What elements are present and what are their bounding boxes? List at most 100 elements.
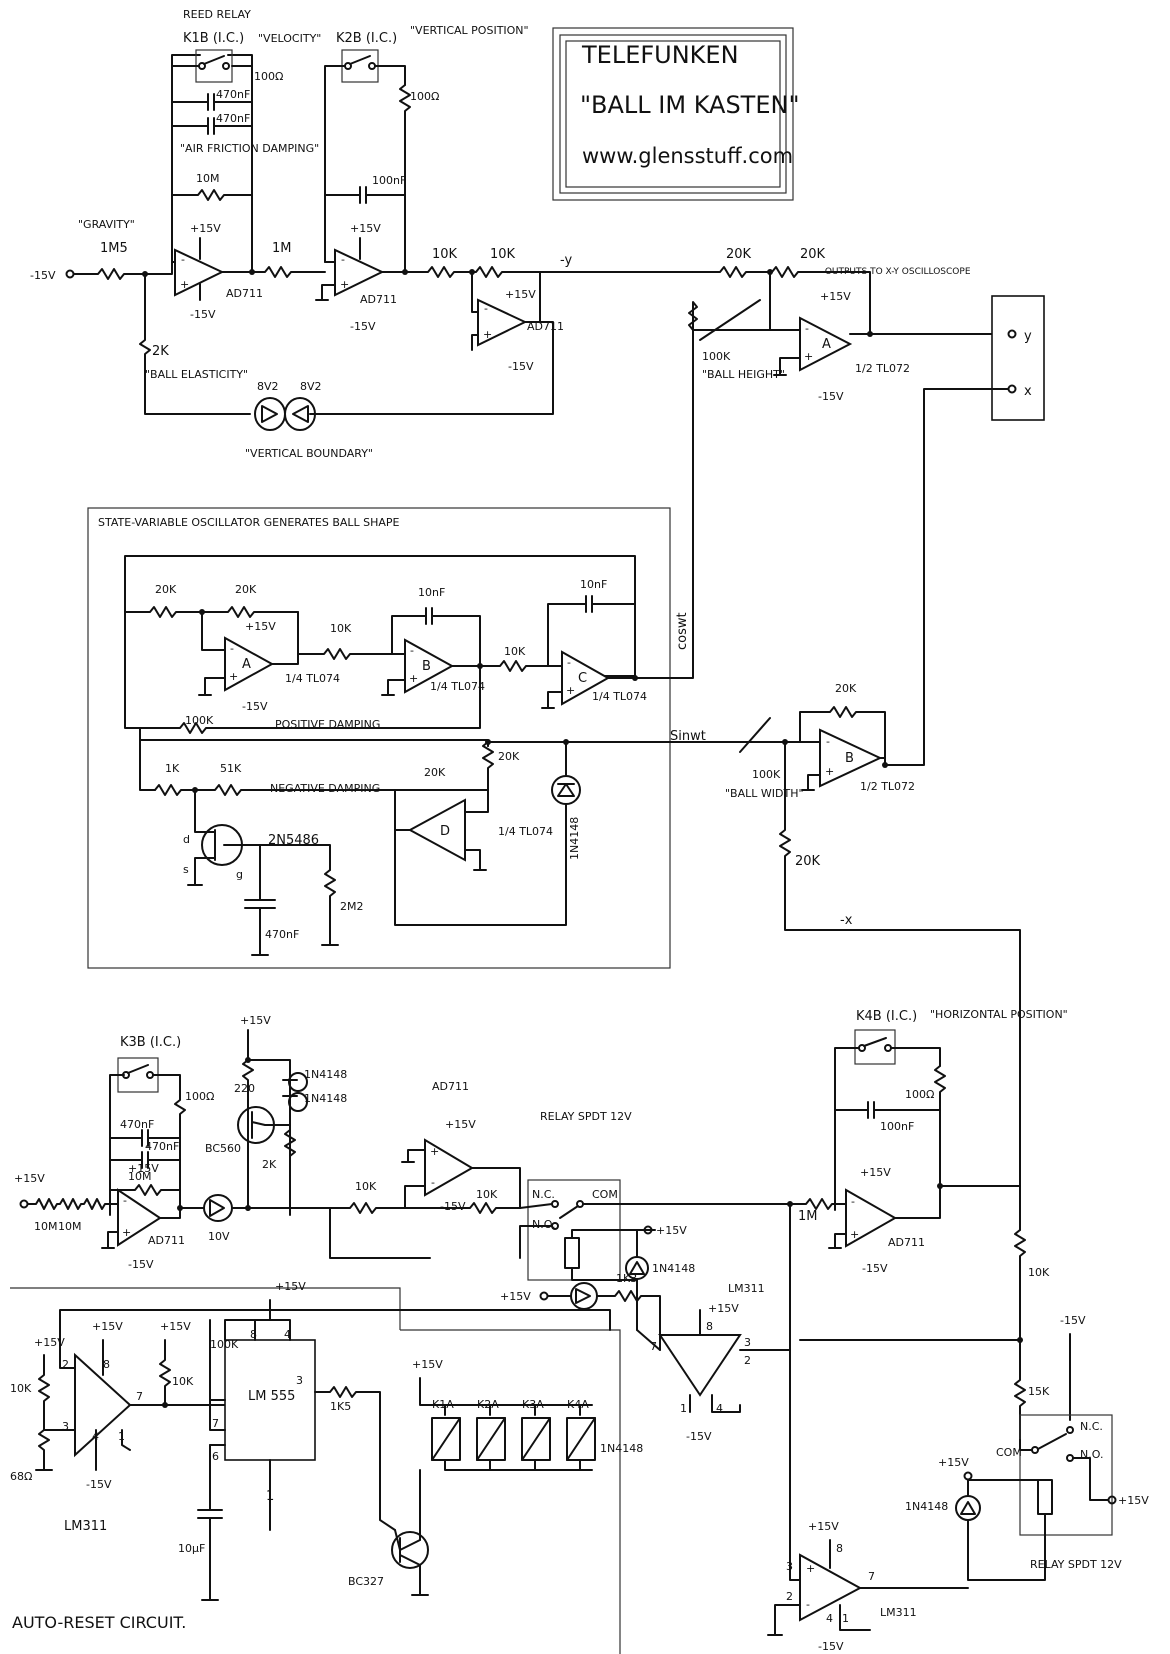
r20k-g-label: 20K [835, 682, 857, 695]
svg-text:+: + [409, 672, 418, 685]
velocity-label: "VELOCITY" [258, 32, 321, 45]
r20k-d-label: 20K [235, 583, 257, 596]
vertical-boundary-label: "VERTICAL BOUNDARY" [245, 447, 373, 460]
amp-b-label: B [422, 659, 431, 674]
x-amp-section: 100K "BALL WIDTH" 20K -+ B 1/2 TL072 20K… [725, 682, 1021, 1231]
svg-text:+: + [483, 328, 492, 341]
r10k-a-label: 10K [432, 247, 458, 262]
bc327-transistor [391, 1531, 429, 1569]
diode-1n4148-c [288, 1092, 308, 1112]
relay-b-box [1019, 1414, 1113, 1536]
p15-h-label: +15V [445, 1118, 476, 1131]
r100-a-label: 100Ω [254, 70, 283, 83]
p15-c-label: +15V [505, 288, 536, 301]
amp-a2-label: A [822, 337, 831, 352]
pin-7a-label: 7 [136, 1390, 143, 1403]
r1m5-label: 1M5 [100, 241, 128, 256]
c10nf-a-label: 10nF [418, 586, 445, 599]
xy-output-connector: y x OUTPUTS TO X-Y OSCILLOSCOPE [825, 267, 1045, 766]
ball-elasticity-label: "BALL ELASTICITY" [145, 368, 248, 381]
svg-text:+: + [180, 278, 189, 291]
k4a-label: K4A [567, 1398, 589, 1411]
n15-m-label: -15V [1060, 1314, 1086, 1327]
relay-a-label: RELAY SPDT 12V [540, 1110, 632, 1123]
svo-title-label: STATE-VARIABLE OSCILLATOR GENERATES BALL… [98, 516, 400, 529]
amp-c-label: C [578, 671, 587, 686]
jfet-g-label: g [236, 868, 243, 881]
n15-l-label: -15V [686, 1430, 712, 1443]
lm311-comparator-b [799, 1553, 863, 1622]
bc327-label: BC327 [348, 1575, 384, 1588]
svg-text:-: - [805, 322, 809, 335]
n15-j-label: -15V [862, 1262, 888, 1275]
z10v-label: 10V [208, 1230, 230, 1243]
p15-q-label: +15V [92, 1320, 123, 1333]
reed-relay-label: REED RELAY [183, 8, 251, 21]
svg-text:-: - [410, 644, 414, 657]
ad711-opamp-d [117, 1188, 162, 1247]
r15k-label: 15K [1028, 1385, 1050, 1398]
k4b-switch-box [854, 1029, 896, 1065]
ad711-c-label: AD711 [527, 320, 564, 333]
p15-m-label: +15V [1118, 1494, 1149, 1507]
svg-text:-: - [484, 302, 488, 315]
title-line-2: "BALL IM KASTEN" [580, 91, 800, 119]
d1n4148-f-label: 1N4148 [600, 1442, 643, 1455]
p15-o-label: +15V [808, 1520, 839, 1533]
pin-8b-label: 8 [250, 1328, 257, 1341]
r68-label: 68Ω [10, 1470, 32, 1483]
svg-text:+: + [850, 1228, 859, 1241]
k2a-label: K2A [477, 1398, 499, 1411]
r10k-c-label: 10K [330, 622, 352, 635]
n15-e-label: -15V [242, 700, 268, 713]
c10nf-b-label: 10nF [580, 578, 607, 591]
neg-y-label: -y [560, 253, 572, 268]
horizontal-position-section: K4B (I.C.) "HORIZONTAL POSITION" 100Ω 10… [787, 1008, 1068, 1581]
diode-1n4148-e [955, 1495, 981, 1521]
p15-l-label: +15V [708, 1302, 739, 1315]
pin-2a-label: 2 [62, 1358, 69, 1371]
r100-b-label: 100Ω [410, 90, 439, 103]
tl074-opamp-d [407, 798, 466, 862]
c470-a-label: 470nF [216, 88, 250, 101]
k3a-label: K3A [522, 1398, 544, 1411]
inverter-section: 10K 10K -y -+ +15V AD711 -15V 2K "BALL E… [139, 247, 694, 460]
gravity-input-terminal[interactable] [65, 269, 75, 279]
half-tl072-b-label: 1/2 TL072 [860, 780, 915, 793]
quarter-tl074-a-label: 1/4 TL074 [285, 672, 340, 685]
p15-t-label: +15V [412, 1358, 443, 1371]
svg-text:+: + [340, 278, 349, 291]
r20k-a-label: 20K [726, 247, 752, 262]
jfet-label: 2N5486 [268, 833, 319, 848]
title-line-1: TELEFUNKEN [581, 41, 739, 69]
jfet-d-label: d [183, 833, 190, 846]
ad711-d-label: AD711 [148, 1234, 185, 1247]
comparator-a-section: +15V 1K3 LM311 +15V -15V 7 8 2 3 1 4 [500, 1272, 791, 1443]
pin-3a-label: 3 [62, 1420, 69, 1433]
pin-8d-label: 8 [836, 1542, 843, 1555]
p15-n-label: +15V [938, 1456, 969, 1469]
c100-a-label: 100nF [372, 174, 406, 187]
tl072-opamp-b [819, 728, 883, 788]
r10m-a-label: 10M [196, 172, 220, 185]
lm311-a-label: LM311 [728, 1282, 765, 1295]
ad711-a-label: AD711 [226, 287, 263, 300]
z8v2-b-label: 8V2 [300, 380, 322, 393]
p15-a-label: +15V [190, 222, 221, 235]
comparator-b-section: -15V COM N.C. N.O. +15V +15V 1N4148 RELA… [767, 1314, 1149, 1653]
pin-3d-label: 3 [786, 1560, 793, 1573]
outputs-label: OUTPUTS TO X-Y OSCILLOSCOPE [825, 267, 971, 277]
output-connector-box [991, 295, 1045, 421]
lm311-b-label: LM311 [880, 1606, 917, 1619]
r1k-label: 1K [165, 762, 180, 775]
r10k-g-label: 10K [1028, 1266, 1050, 1279]
pin-4d-label: 4 [826, 1612, 833, 1625]
d1n4148-b-label: 1N4148 [304, 1068, 347, 1081]
p15-g-label: +15V [240, 1014, 271, 1027]
y-output-terminal[interactable] [1007, 329, 1017, 339]
svg-text:+: + [806, 1562, 815, 1575]
horizontal-input-terminal[interactable] [19, 1199, 29, 1209]
r2m2-label: 2M2 [340, 900, 364, 913]
r100k-c-label: 100K [752, 768, 781, 781]
r10k-f-label: 10K [476, 1188, 498, 1201]
